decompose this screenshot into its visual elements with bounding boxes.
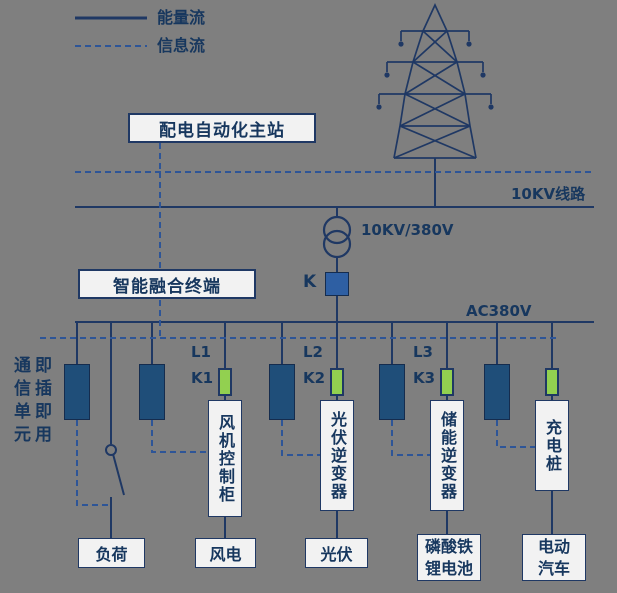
source-box-pv: 光伏 bbox=[305, 538, 368, 568]
load-disconnect-switch-icon bbox=[105, 444, 125, 496]
transformer-label: 10KV/380V bbox=[361, 221, 454, 239]
branch-line-label-l2: L2 bbox=[303, 343, 323, 361]
branch-switch-label-k2: K2 bbox=[303, 369, 326, 387]
main-switch-label: K bbox=[303, 272, 317, 292]
comm-unit-icon-wind bbox=[139, 364, 165, 420]
breaker-icon-ev bbox=[545, 368, 559, 396]
comm-unit-vertical-label-1: 通信单元 bbox=[10, 356, 30, 448]
comm-unit-icon-storage bbox=[379, 364, 405, 420]
source-box-ev: 电动 汽车 bbox=[522, 534, 586, 581]
device-box-pv-inverter: 光伏逆变器 bbox=[320, 400, 354, 511]
master-station-box: 配电自动化主站 bbox=[128, 113, 316, 143]
source-box-wind: 风电 bbox=[195, 538, 256, 568]
breaker-icon-k1 bbox=[218, 368, 232, 396]
bus-10kv-label: 10KV线路 bbox=[511, 185, 586, 203]
breaker-icon-k2 bbox=[330, 368, 344, 396]
main-switch-icon bbox=[325, 272, 349, 296]
branch-line-label-l1: L1 bbox=[191, 343, 211, 361]
ac-bus-label: AC380V bbox=[466, 302, 532, 320]
branch-line-label-l3: L3 bbox=[413, 343, 433, 361]
breaker-icon-k3 bbox=[440, 368, 454, 396]
branch-switch-label-k1: K1 bbox=[191, 369, 214, 387]
device-box-charging-pile: 充电桩 bbox=[535, 400, 569, 491]
comm-unit-icon-load bbox=[64, 364, 90, 420]
comm-unit-icon-pv bbox=[269, 364, 295, 420]
info-lines bbox=[40, 45, 594, 506]
comm-unit-icon-ev bbox=[484, 364, 510, 420]
legend-info-label: 信息流 bbox=[157, 36, 206, 55]
branch-switch-label-k3: K3 bbox=[413, 369, 436, 387]
device-box-storage-inverter: 储能逆变器 bbox=[430, 400, 464, 511]
source-box-load: 负荷 bbox=[78, 538, 145, 568]
device-box-wind-controller: 风机控制柜 bbox=[208, 400, 242, 517]
legend-energy-label: 能量流 bbox=[157, 8, 206, 27]
comm-unit-vertical-label-2: 即插即用 bbox=[31, 356, 51, 448]
fusion-terminal-box: 智能融合终端 bbox=[78, 269, 256, 299]
energy-lines bbox=[75, 16, 594, 538]
transmission-tower-icon bbox=[376, 2, 494, 159]
source-box-battery: 磷酸铁 锂电池 bbox=[417, 534, 481, 581]
transformer-icon bbox=[322, 215, 352, 259]
